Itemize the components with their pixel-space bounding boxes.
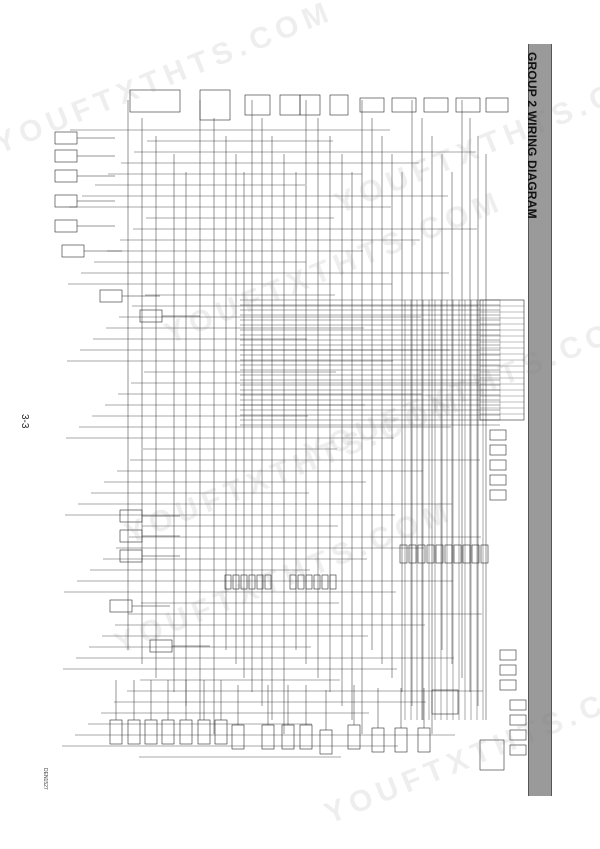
component-box: [489, 444, 507, 456]
component-box: [417, 727, 431, 753]
component-box: [179, 719, 193, 745]
component-box: [426, 544, 435, 564]
component-box: [214, 719, 228, 745]
component-box: [485, 97, 509, 113]
component-box: [499, 679, 517, 691]
component-box: [54, 194, 78, 208]
component-box: [54, 219, 78, 233]
component-box: [489, 459, 507, 471]
component-box: [499, 649, 517, 661]
component-box: [199, 89, 231, 121]
component-box: [371, 727, 385, 753]
component-box: [61, 244, 85, 258]
component-box: [119, 529, 143, 543]
component-box: [319, 729, 333, 755]
component-box: [54, 149, 78, 163]
component-box: [479, 739, 505, 771]
component-box: [431, 689, 459, 715]
component-box: [261, 724, 275, 750]
component-box: [297, 574, 305, 590]
component-box: [408, 544, 417, 564]
component-box: [321, 574, 329, 590]
component-box: [417, 544, 426, 564]
component-box: [54, 131, 78, 145]
document-code: DEN1527: [42, 768, 48, 790]
component-box: [329, 574, 337, 590]
component-box: [54, 169, 78, 183]
component-box: [489, 489, 507, 501]
component-box: [129, 89, 181, 113]
component-box: [256, 574, 264, 590]
component-box: [232, 574, 240, 590]
component-box: [119, 549, 143, 563]
component-box: [435, 544, 444, 564]
component-box: [231, 724, 245, 750]
component-box: [240, 574, 248, 590]
component-box: [391, 97, 417, 113]
component-box: [489, 474, 507, 486]
component-box: [99, 289, 123, 303]
component-box: [509, 744, 527, 756]
component-box: [462, 544, 471, 564]
component-box: [394, 727, 408, 753]
component-box: [149, 639, 173, 653]
component-box: [499, 664, 517, 676]
section-title: GROUP 2 WIRING DIAGRAM: [525, 52, 539, 219]
section-title-bar: [528, 44, 552, 796]
component-box: [161, 719, 175, 745]
page-number: 3-3: [19, 414, 30, 429]
component-box: [109, 599, 133, 613]
component-box: [248, 574, 256, 590]
component-box: [244, 94, 271, 116]
component-box: [264, 574, 272, 590]
component-box: [423, 97, 449, 113]
component-box: [313, 574, 321, 590]
component-box: [489, 429, 507, 441]
component-box: [347, 724, 361, 750]
component-box: [480, 544, 489, 564]
component-box: [119, 509, 143, 523]
component-box: [399, 544, 408, 564]
component-box: [197, 719, 211, 745]
component-box: [299, 724, 313, 750]
component-box: [455, 97, 481, 113]
component-box: [359, 97, 385, 113]
component-box: [127, 719, 141, 745]
component-box: [444, 544, 453, 564]
component-box: [453, 544, 462, 564]
component-box: [471, 544, 480, 564]
component-box: [299, 94, 321, 116]
component-box: [329, 94, 349, 116]
component-box: [509, 714, 527, 726]
component-box: [289, 574, 297, 590]
component-box: [109, 719, 123, 745]
component-box: [139, 309, 163, 323]
component-box: [144, 719, 158, 745]
component-box: [224, 574, 232, 590]
component-box: [509, 699, 527, 711]
component-box: [279, 94, 301, 116]
component-box: [305, 574, 313, 590]
component-box: [509, 729, 527, 741]
